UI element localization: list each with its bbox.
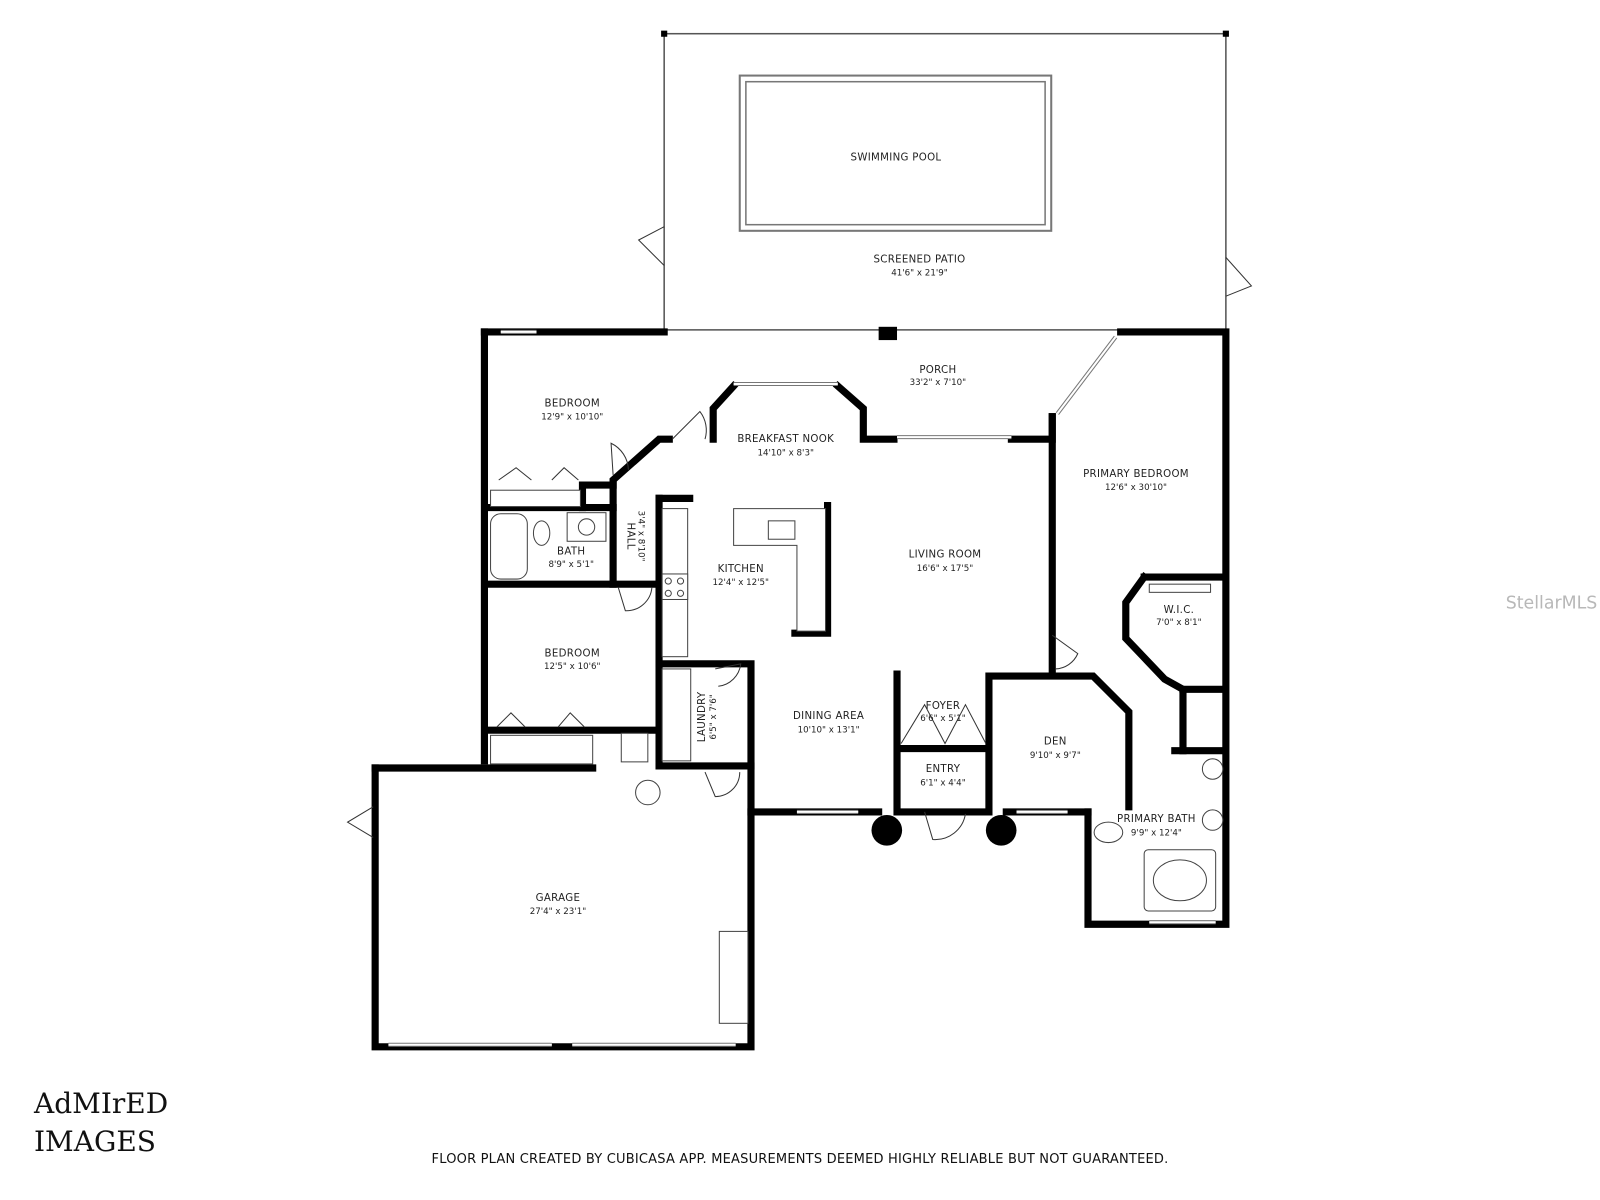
svg-text:PRIMARY BATH: PRIMARY BATH [1117,814,1196,825]
windows [388,329,1216,1047]
svg-text:9'9" x 12'4": 9'9" x 12'4" [1131,828,1182,838]
svg-text:12'9" x 10'10": 12'9" x 10'10" [541,413,603,423]
patio-corner-posts [661,30,1229,37]
svg-text:W.I.C.: W.I.C. [1164,605,1195,616]
room-bedroom-1: BEDROOM 12'9" x 10'10" [541,398,603,422]
fireplace-block [878,326,898,341]
svg-text:12'4" x 12'5": 12'4" x 12'5" [713,578,770,588]
logo-line-1: AdMIrED [34,1087,169,1120]
svg-text:SCREENED PATIO: SCREENED PATIO [873,254,965,265]
svg-text:7'0" x 8'1": 7'0" x 8'1" [1156,618,1201,628]
svg-text:16'6" x 17'5": 16'6" x 17'5" [917,564,974,574]
room-primary-bedroom: PRIMARY BEDROOM 12'6" x 30'10" [1083,469,1189,493]
svg-text:6'6" x 5'1": 6'6" x 5'1" [920,714,965,724]
svg-text:41'6" x 21'9": 41'6" x 21'9" [891,269,948,279]
svg-text:12'5" x 10'6": 12'5" x 10'6" [544,662,601,672]
room-dining-area: DINING AREA 10'10" x 13'1" [793,711,864,735]
room-bath: BATH 8'9" x 5'1" [548,547,593,570]
svg-text:LAUNDRY: LAUNDRY [697,691,708,742]
room-primary-bath: PRIMARY BATH 9'9" x 12'4" [1117,814,1196,838]
patio-door-left [637,226,665,266]
svg-text:12'6" x 30'10": 12'6" x 30'10" [1105,483,1167,493]
svg-text:HALL: HALL [624,523,635,550]
svg-text:DEN: DEN [1044,737,1067,748]
svg-text:ENTRY: ENTRY [926,764,961,775]
room-porch: PORCH 33'2" x 7'10" [910,365,967,388]
logo-line-2: IMAGES [34,1125,156,1158]
svg-text:33'2" x 7'10": 33'2" x 7'10" [910,378,967,388]
svg-text:6'1" x 4'4": 6'1" x 4'4" [920,778,965,788]
screened-patio-outline [663,32,1227,331]
svg-text:GARAGE: GARAGE [536,893,581,904]
patio-door-right [1225,257,1253,297]
svg-text:BEDROOM: BEDROOM [545,398,600,409]
column-right [985,814,1017,846]
room-screened-patio: SCREENED PATIO 41'6" x 21'9" [873,254,965,278]
column-left [871,814,903,846]
svg-text:FOYER: FOYER [926,701,961,712]
svg-text:DINING AREA: DINING AREA [793,711,864,722]
fixtures [490,489,1224,1024]
room-den: DEN 9'10" x 9'7" [1030,737,1081,761]
svg-text:BEDROOM: BEDROOM [545,649,600,660]
svg-text:10'10" x 13'1": 10'10" x 13'1" [798,725,860,735]
room-living-room: LIVING ROOM 16'6" x 17'5" [909,550,982,574]
room-swimming-pool: SWIMMING POOL [851,152,942,163]
room-garage: GARAGE 27'4" x 23'1" [530,893,587,917]
walls [371,328,1230,1051]
svg-text:BATH: BATH [557,547,585,558]
admired-images-logo: AdMIrED IMAGES [34,1085,184,1161]
svg-text:LIVING ROOM: LIVING ROOM [909,550,982,561]
svg-text:PRIMARY BEDROOM: PRIMARY BEDROOM [1083,469,1189,480]
svg-text:PORCH: PORCH [919,365,956,376]
room-labels: SWIMMING POOL SCREENED PATIO 41'6" x 21'9… [530,152,1202,917]
svg-text:6'5" x 7'6": 6'5" x 7'6" [709,694,719,739]
room-entry: ENTRY 6'1" x 4'4" [920,764,965,788]
svg-text:BREAKFAST NOOK: BREAKFAST NOOK [737,434,834,445]
svg-text:27'4" x 23'1": 27'4" x 23'1" [530,907,587,917]
svg-text:KITCHEN: KITCHEN [718,564,764,575]
svg-text:SWIMMING POOL: SWIMMING POOL [851,152,942,163]
svg-text:14'10" x 8'3": 14'10" x 8'3" [757,448,814,458]
pool-outer [738,74,1053,232]
watermark: StellarMLS [1506,594,1598,614]
doors [346,410,1079,841]
room-kitchen: KITCHEN 12'4" x 12'5" [713,564,770,588]
room-breakfast-nook: BREAKFAST NOOK 14'10" x 8'3" [737,434,834,458]
svg-text:9'10" x 9'7": 9'10" x 9'7" [1030,751,1081,761]
room-foyer: FOYER 6'6" x 5'1" [920,701,965,724]
footer-disclaimer: FLOOR PLAN CREATED BY CUBICASA APP. MEAS… [431,1152,1169,1167]
room-wic: W.I.C. 7'0" x 8'1" [1156,605,1201,628]
svg-text:8'9" x 5'1": 8'9" x 5'1" [548,560,593,570]
svg-text:3'4" x 8'10": 3'4" x 8'10" [636,511,646,562]
room-bedroom-2: BEDROOM 12'5" x 10'6" [544,649,601,672]
pool-inner [745,80,1046,226]
